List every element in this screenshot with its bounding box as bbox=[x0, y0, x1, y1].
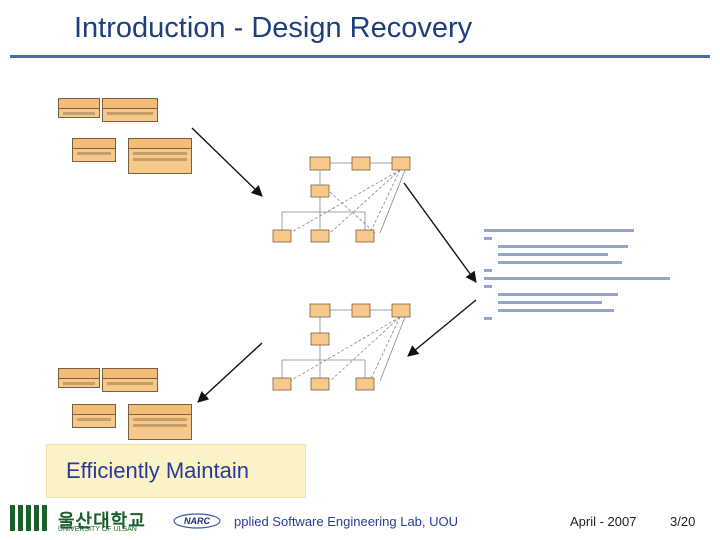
arrow-to-network-bottom bbox=[407, 299, 477, 357]
uml-node bbox=[309, 156, 331, 171]
slide-title: Introduction - Design Recovery bbox=[74, 12, 473, 44]
uml-node bbox=[310, 229, 330, 243]
uml-node bbox=[310, 184, 330, 198]
uml-node bbox=[355, 229, 375, 243]
arrow-to-code bbox=[403, 182, 477, 283]
uml-class bbox=[128, 404, 192, 440]
network-diagram-top bbox=[281, 162, 406, 234]
uml-class bbox=[102, 368, 158, 392]
uml-class bbox=[72, 138, 116, 162]
uml-class bbox=[58, 98, 100, 118]
network-diagram-bottom bbox=[281, 309, 406, 382]
lab-logo-text: NARC bbox=[184, 516, 210, 526]
lab-logo-icon: NARC bbox=[173, 513, 221, 529]
arrow-to-network-top bbox=[191, 127, 263, 197]
uml-node bbox=[272, 229, 292, 243]
uml-node bbox=[391, 303, 411, 318]
banner-box bbox=[46, 444, 306, 498]
uml-node bbox=[310, 377, 330, 391]
uml-node bbox=[391, 156, 411, 171]
uml-node bbox=[272, 377, 292, 391]
uml-node bbox=[351, 303, 371, 318]
uml-node bbox=[309, 303, 331, 318]
slide-date: April - 2007 bbox=[570, 514, 637, 529]
uml-node bbox=[310, 332, 330, 346]
page-number: 3/20 bbox=[670, 514, 696, 529]
lab-name: pplied Software Engineering Lab, UOU bbox=[234, 514, 459, 529]
code-snippet bbox=[484, 229, 680, 333]
banner-text: Efficiently Maintain bbox=[66, 458, 250, 483]
university-name: 울산대학교 bbox=[58, 511, 146, 531]
title-rule bbox=[10, 55, 710, 58]
arrow-to-class-bottom bbox=[197, 342, 263, 403]
uml-node bbox=[355, 377, 375, 391]
uml-node bbox=[351, 156, 371, 171]
uml-class bbox=[128, 138, 192, 174]
logo-stripes-icon bbox=[10, 505, 54, 531]
uml-class bbox=[72, 404, 116, 428]
university-logo: 울산대학교 UNIVERSITY OF ULSAN bbox=[10, 505, 160, 535]
uml-class bbox=[102, 98, 158, 122]
university-subtitle: UNIVERSITY OF ULSAN bbox=[58, 526, 137, 533]
uml-class bbox=[58, 368, 100, 388]
